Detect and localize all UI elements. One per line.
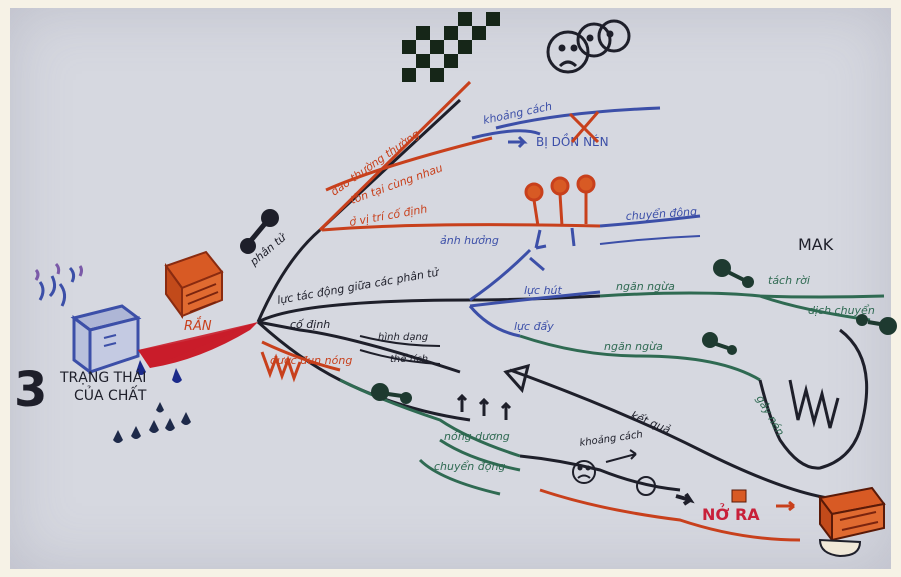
label-no-ra: NỞ RA — [702, 503, 760, 524]
crate-icon — [818, 486, 886, 558]
title-line-2: CỦA CHẤT — [74, 385, 147, 404]
central-label: RẮN — [184, 317, 212, 334]
crate-icon — [731, 489, 747, 503]
label-nong-duong: nóng dương — [444, 430, 510, 443]
molecule-icon — [702, 332, 737, 355]
label-luc-hut: lực hút — [524, 284, 563, 297]
molecule-icon — [524, 174, 596, 227]
checkerboard-icon — [402, 12, 500, 82]
label-the-tich: thể tích — [390, 352, 428, 365]
sad-face-icon — [546, 19, 631, 74]
label-hinh-dang: hình dạng — [378, 331, 428, 343]
label-ngan-ngua: ngăn ngừa — [616, 280, 675, 293]
ice-cube-icon — [34, 262, 142, 375]
label-dich-chuyen: dịch chuyển — [808, 304, 875, 317]
label-co-dinh: cố định — [290, 318, 330, 331]
label-chuyen-dong-2: chuyển động — [434, 460, 505, 473]
label-ngan-ngua-2: ngăn ngừa — [604, 340, 663, 353]
label-duoc-dun-nong: được đun nóng — [270, 354, 352, 367]
label-chuyen-dong: chuyển động — [625, 205, 697, 223]
label-khoang-cach-2: khoảng cách — [579, 428, 644, 449]
molecule-icon — [713, 259, 897, 335]
molecule-icon — [371, 383, 412, 404]
droplets-icon — [113, 360, 191, 443]
title-line-1: TRẠNG THÁI — [59, 369, 146, 386]
label-luc-day: lực đẩy — [514, 320, 554, 333]
sad-face-icon — [572, 460, 656, 496]
label-gay-nen: gây nén — [753, 393, 786, 438]
crate-icon — [164, 250, 224, 320]
svg-text:MAK: MAK — [798, 235, 834, 254]
title-number: 3 — [14, 362, 47, 418]
label-tach-roi: tách rời — [768, 274, 810, 287]
label-anh-huong: ảnh hưởng — [440, 234, 499, 247]
molecule-icon — [240, 209, 279, 254]
